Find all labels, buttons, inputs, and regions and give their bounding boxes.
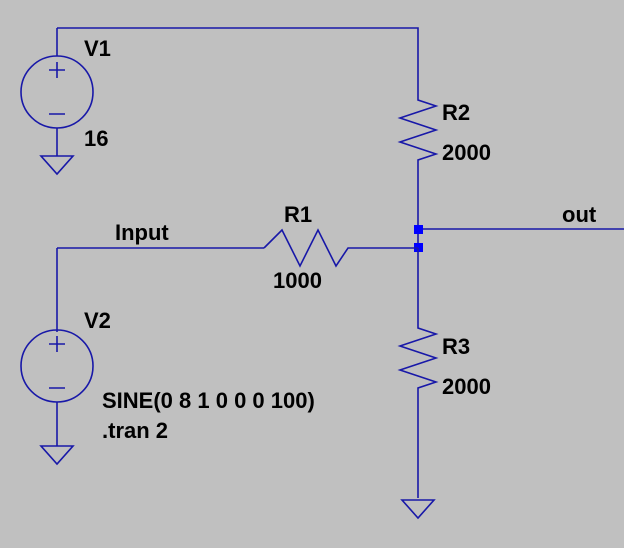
junction-node bbox=[414, 225, 423, 234]
v1-name: V1 bbox=[84, 36, 111, 61]
junction-node bbox=[414, 243, 423, 252]
resistor-r1[interactable] bbox=[263, 228, 418, 268]
r2-value: 2000 bbox=[442, 140, 491, 165]
ground-icon bbox=[400, 499, 436, 520]
net-label-input: Input bbox=[115, 220, 169, 245]
resistor-r2[interactable] bbox=[397, 92, 439, 168]
r1-name: R1 bbox=[284, 202, 312, 227]
v2-value: SINE(0 8 1 0 0 0 100) bbox=[102, 388, 315, 413]
wire-top bbox=[57, 27, 419, 92]
r1-value: 1000 bbox=[273, 268, 322, 293]
r3-name: R3 bbox=[442, 334, 470, 359]
v1-value: 16 bbox=[84, 126, 108, 151]
v2-name: V2 bbox=[84, 308, 111, 333]
net-label-out: out bbox=[562, 202, 597, 227]
ground-icon bbox=[39, 155, 75, 176]
ground-icon bbox=[39, 445, 75, 466]
r2-name: R2 bbox=[442, 100, 470, 125]
spice-directive: .tran 2 bbox=[102, 418, 168, 443]
r3-value: 2000 bbox=[442, 374, 491, 399]
resistor-r3[interactable] bbox=[397, 248, 439, 498]
